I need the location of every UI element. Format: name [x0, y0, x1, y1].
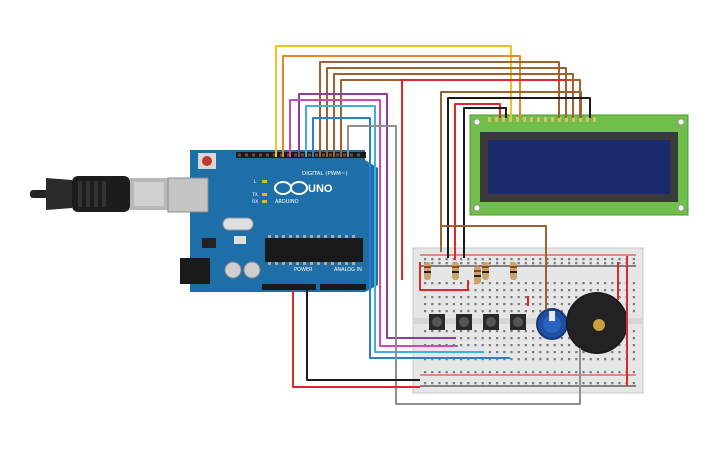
arduino-logo: UNO ARDUINO	[274, 181, 333, 205]
wire-purple	[298, 93, 456, 339]
analog-label: ANALOG IN	[334, 267, 362, 273]
resistor-icon	[474, 266, 481, 284]
resistor-icon	[482, 262, 489, 280]
wire-black	[463, 107, 507, 258]
resistor-icon	[510, 262, 517, 280]
digital-label: DIGITAL (PWM~)	[302, 171, 348, 177]
voltage-regulator	[202, 238, 216, 248]
analog-header	[320, 284, 366, 290]
wire-black	[447, 97, 591, 258]
usb-cable-icon	[30, 176, 168, 212]
buzzer-icon	[566, 292, 628, 354]
wire-brown	[319, 61, 560, 157]
led-label-rx: RX	[252, 199, 258, 205]
wire-red	[401, 79, 566, 280]
wire-red	[419, 262, 469, 291]
pushbutton-icon[interactable]	[510, 314, 526, 330]
pushbutton-icon[interactable]	[429, 314, 445, 330]
wire-gray	[347, 125, 581, 405]
wire-red	[292, 290, 420, 388]
usb-port	[167, 177, 209, 213]
wire-brown	[441, 225, 547, 310]
reset-button-icon[interactable]	[198, 153, 216, 169]
atmega-chip	[265, 238, 363, 262]
lcd-screen	[488, 140, 670, 194]
pushbutton-icon[interactable]	[456, 314, 472, 330]
crystal	[222, 217, 254, 231]
led-label-tx: TX	[251, 192, 258, 198]
uno-logo-text: UNO	[308, 183, 333, 195]
wire-blue	[312, 117, 510, 359]
resistor-icon	[452, 262, 459, 280]
potentiometer-icon[interactable]	[536, 308, 568, 340]
brand-text: ARDUINO	[275, 199, 299, 205]
small-button	[234, 236, 246, 244]
lcd-pin-row	[488, 117, 596, 122]
power-header	[262, 284, 316, 290]
wire-pink	[289, 99, 458, 347]
wire-brown	[333, 73, 574, 157]
status-leds: L TX RX	[251, 179, 267, 205]
capacitor	[224, 261, 242, 279]
power-label: POWER	[294, 267, 313, 273]
power-jack-icon	[180, 258, 210, 284]
wires	[275, 45, 628, 405]
capacitor	[243, 261, 261, 279]
lcd-display	[469, 114, 689, 216]
wire-brown	[440, 91, 582, 252]
wire-cyan	[305, 105, 484, 353]
wire-red	[454, 103, 501, 260]
arduino-board: DIGITAL (PWM~) UNO ARDUINO L TX RX	[167, 150, 378, 292]
led-label-l: L	[254, 179, 257, 185]
wire-yellow	[275, 45, 512, 157]
wire-black	[306, 290, 420, 381]
wire-orange	[282, 55, 521, 157]
pushbutton-icon[interactable]	[483, 314, 499, 330]
resistor-icon	[424, 262, 431, 280]
